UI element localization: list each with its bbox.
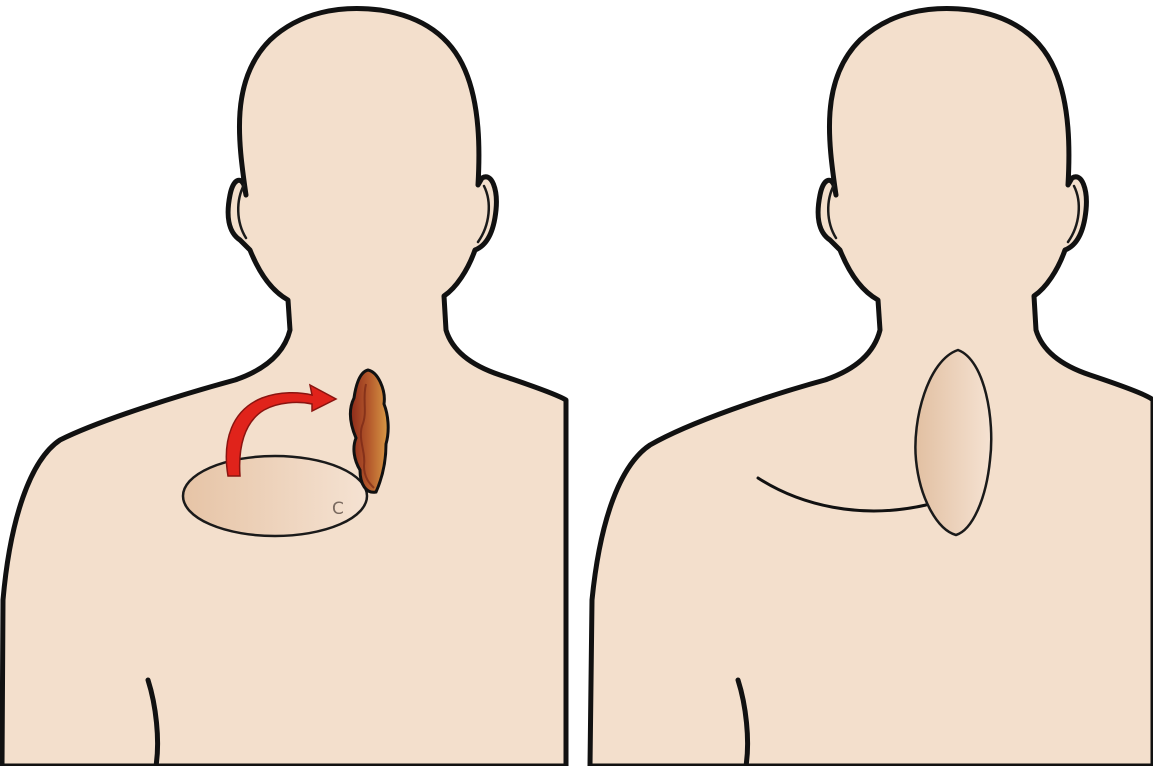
donor-flap [183,456,367,536]
flap-label-c: C [332,499,344,519]
panel-before: C [2,9,566,766]
panel-after [590,9,1153,766]
right-figure-silhouette [590,9,1153,766]
left-figure-silhouette [2,9,566,766]
